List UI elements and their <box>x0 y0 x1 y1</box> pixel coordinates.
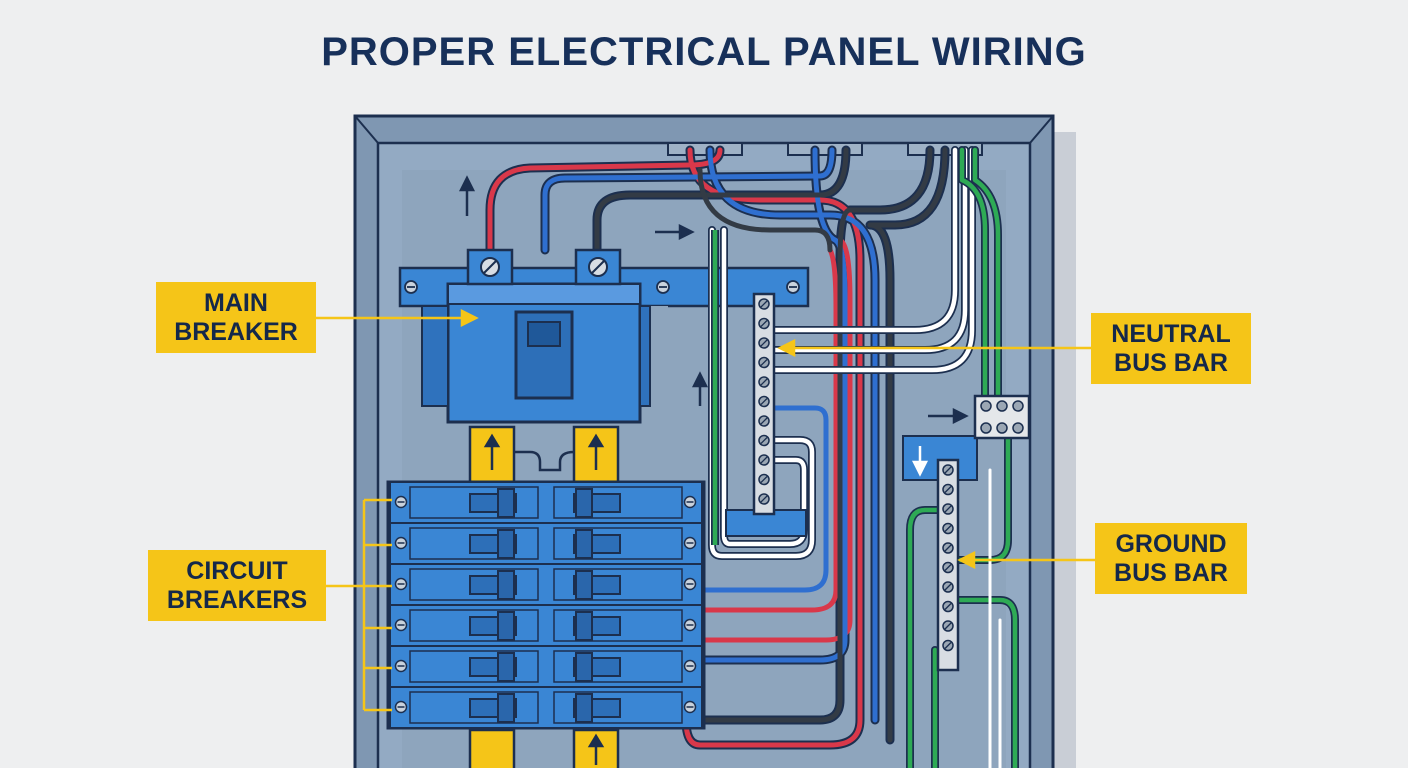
screw-icon <box>394 536 408 550</box>
screw-icon <box>758 473 770 486</box>
ground-terminal-block <box>973 394 1031 440</box>
callout-text: BUS BAR <box>1114 559 1228 587</box>
screw-icon <box>480 257 608 277</box>
screw-icon <box>683 700 697 714</box>
screw-icon <box>683 659 697 673</box>
screw-icon <box>394 700 408 714</box>
screw-icon <box>942 503 954 515</box>
screw-icon <box>758 454 770 466</box>
screw-icon <box>394 618 408 632</box>
screw-icon <box>394 659 408 673</box>
wire-bundle <box>485 145 1019 768</box>
screw-icon <box>758 434 770 447</box>
screw-icon <box>683 495 697 509</box>
screw-icon <box>942 581 954 593</box>
callout-text: CIRCUIT <box>186 557 288 585</box>
breaker-row <box>389 645 703 688</box>
circuit-breakers <box>389 481 703 729</box>
screw-icon <box>942 620 954 632</box>
arrow-up-icon <box>458 175 709 406</box>
breaker-row <box>389 563 703 606</box>
screw-icon <box>942 542 954 554</box>
callout-leaders <box>316 308 1095 712</box>
neutral-bus-bar-callout: NEUTRAL BUS BAR <box>1091 313 1251 384</box>
arrow-up-icon <box>483 433 605 765</box>
callout-text: MAIN <box>204 289 268 317</box>
screw-icon <box>758 395 770 408</box>
screw-icon <box>758 376 770 388</box>
screw-icon <box>394 577 408 591</box>
screw-icon <box>942 464 954 476</box>
callout-text: BREAKERS <box>166 586 308 614</box>
arrow-down-icon <box>911 446 929 477</box>
screw-icon <box>758 356 770 369</box>
screw-icon <box>683 618 697 632</box>
main-breaker-callout: MAIN BREAKER <box>156 282 316 353</box>
screw-icon <box>394 495 408 509</box>
screw-icon <box>758 493 770 505</box>
rail-screws <box>404 280 800 294</box>
neutral-bus-bar <box>725 292 807 537</box>
callout-text: GROUND <box>1115 530 1227 558</box>
breaker-row <box>389 604 703 647</box>
circuit-breakers-callout: CIRCUIT BREAKERS <box>148 550 326 621</box>
main-breaker <box>404 248 800 424</box>
screw-icon <box>758 317 770 330</box>
callout-text: NEUTRAL <box>1111 320 1231 348</box>
callout-text: BUS BAR <box>1114 349 1228 377</box>
breaker-row <box>389 481 703 524</box>
bus-stabs <box>468 425 620 768</box>
screw-icon <box>942 522 954 535</box>
page-title: PROPER ELECTRICAL PANEL WIRING <box>321 30 1087 74</box>
screw-icon <box>942 600 954 613</box>
screw-icon <box>942 483 954 496</box>
toggle-handle-icon <box>514 310 574 400</box>
screw-icon <box>942 561 954 574</box>
screw-icon <box>683 577 697 591</box>
callout-text: BREAKER <box>174 318 298 346</box>
ground-bus-bar <box>902 435 978 672</box>
screw-icon <box>942 639 954 652</box>
arrow-right-icon <box>655 223 969 425</box>
screw-icon <box>758 415 770 427</box>
screw-icon <box>758 298 770 310</box>
breaker-row <box>389 686 703 729</box>
breaker-row <box>389 522 703 565</box>
screw-icon <box>683 536 697 550</box>
screw-icon <box>758 337 770 349</box>
ground-bus-bar-callout: GROUND BUS BAR <box>1095 523 1247 594</box>
